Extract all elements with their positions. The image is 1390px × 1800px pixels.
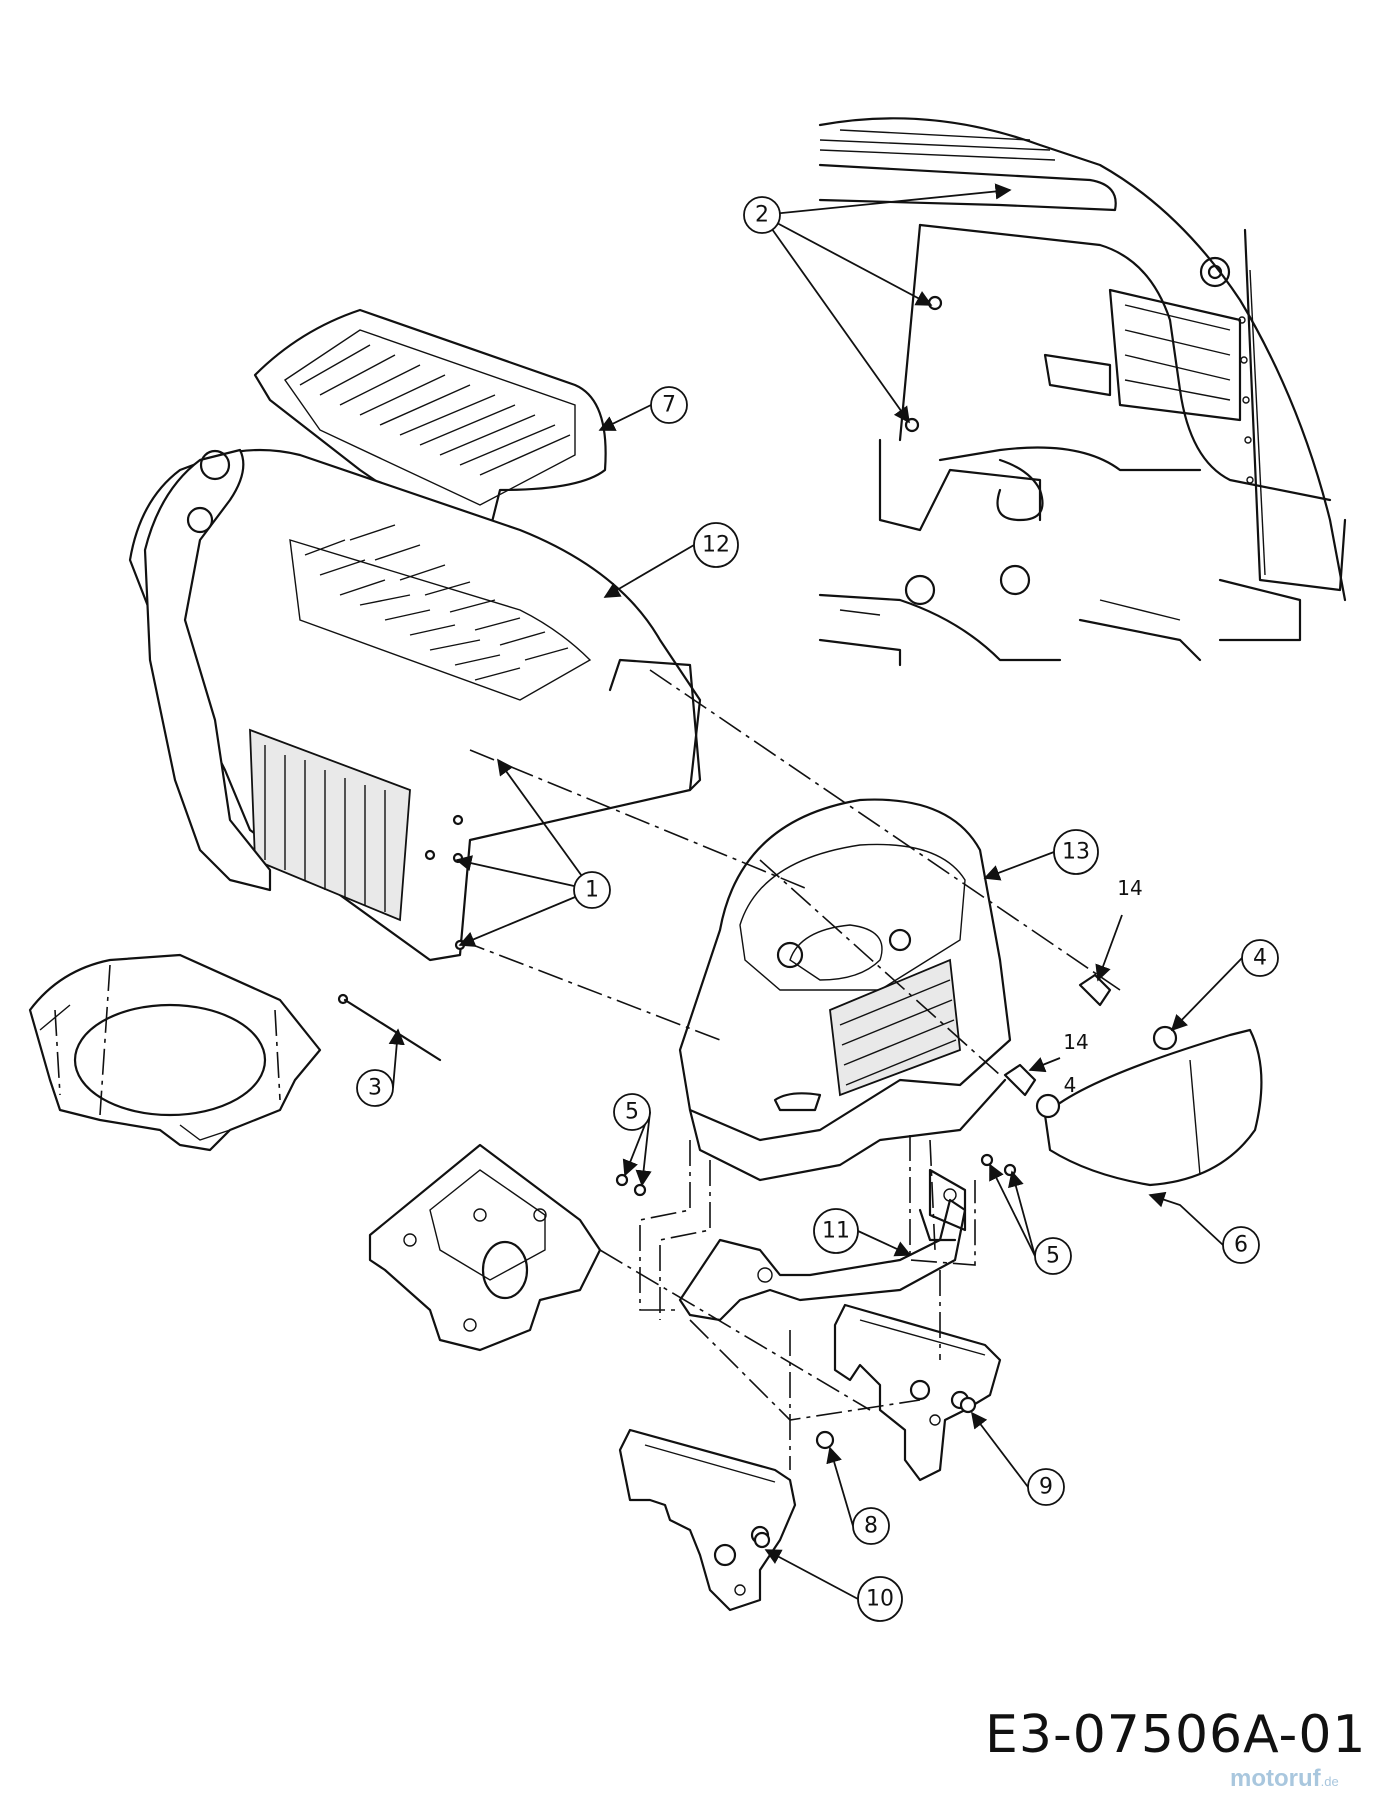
callout-9: 9: [1027, 1468, 1065, 1506]
svg-text:13: 13: [1062, 840, 1090, 865]
callout-13: 13: [1053, 829, 1099, 875]
callout-6: 6: [1222, 1226, 1260, 1264]
label-4-lower: 4: [1064, 1073, 1077, 1097]
callout-11: 11: [813, 1208, 859, 1254]
watermark-domain: .de: [1320, 1774, 1339, 1789]
svg-text:6: 6: [1234, 1233, 1248, 1258]
callout-3: 3: [356, 1069, 394, 1107]
front-grille-housing: [678, 798, 1012, 1182]
leader-lines: [388, 183, 1243, 1600]
drawing-code: E3-07506A-01: [985, 1705, 1367, 1765]
svg-text:11: 11: [822, 1219, 850, 1244]
inset-detail-view: [818, 117, 1347, 667]
watermark-name: motoruf: [1230, 1765, 1321, 1792]
callout-2: 2: [743, 196, 781, 234]
svg-text:5: 5: [1046, 1244, 1060, 1269]
svg-text:3: 3: [368, 1076, 382, 1101]
main-hood: [128, 448, 702, 962]
svg-text:10: 10: [866, 1587, 894, 1612]
right-side-plate: [833, 1303, 1002, 1482]
callout-7: 7: [650, 386, 688, 424]
callout-10: 10: [857, 1576, 903, 1622]
callout-4: 4: [1241, 939, 1279, 977]
watermark-logo: motoruf.de: [1230, 1765, 1339, 1793]
callout-5-right: 5: [1034, 1237, 1072, 1275]
center-mount-bracket: [368, 1143, 602, 1352]
lower-shroud: [28, 953, 322, 1152]
label-14-lower: 14: [1063, 1030, 1088, 1054]
svg-text:9: 9: [1039, 1475, 1053, 1500]
callout-12: 12: [693, 522, 739, 568]
svg-text:4: 4: [1253, 946, 1267, 971]
bumper-bracket: [678, 1168, 967, 1322]
svg-text:8: 8: [864, 1514, 878, 1539]
callout-5-left: 5: [613, 1093, 651, 1131]
svg-text:7: 7: [662, 393, 676, 418]
label-14-upper: 14: [1117, 876, 1142, 900]
svg-text:1: 1: [585, 878, 599, 903]
callout-8: 8: [852, 1507, 890, 1545]
svg-text:12: 12: [702, 533, 730, 558]
callout-1: 1: [573, 871, 611, 909]
hardware: [337, 814, 1178, 1549]
alignment-lines: [459, 669, 1121, 1470]
front-bumper: [1043, 1028, 1263, 1187]
svg-text:5: 5: [625, 1100, 639, 1125]
left-side-plate: [618, 1428, 797, 1612]
svg-text:2: 2: [755, 203, 769, 228]
